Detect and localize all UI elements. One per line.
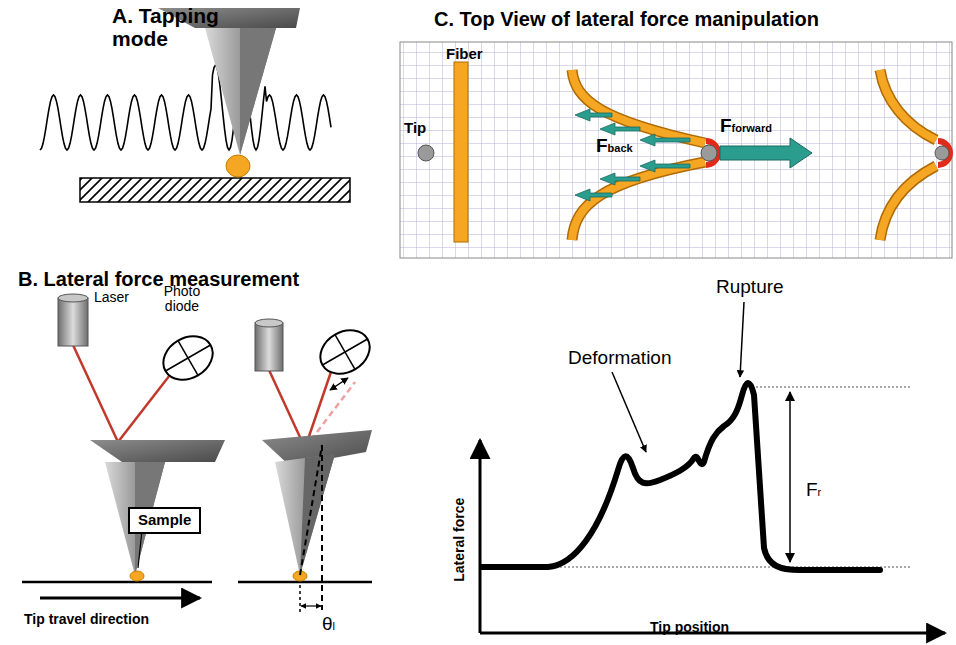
part-label: Photo diode [156,284,208,315]
angle-label: θl [322,614,335,635]
callout-box: Sample [128,507,201,534]
panel-title: C. Top View of lateral force manipulatio… [434,8,819,30]
callout-text: Sample [138,511,191,528]
callout-text: Rupture [716,277,784,298]
axis-title: Tip position [650,620,729,635]
force-label: Fback [596,136,633,157]
panel-title: B. Lateral force measurement [18,268,299,290]
axis-note: Tip travel direction [24,612,149,627]
part-label: Tip [404,120,426,137]
part-label: Fiber [446,46,483,63]
dimension-label: Fr [806,480,821,501]
force-label: Fforward [720,116,772,137]
callout-text: Deformation [568,348,672,369]
axis-title: Lateral force [452,498,467,582]
part-label: Laser [94,290,129,305]
panel-title: A. Tapping mode [112,4,237,50]
